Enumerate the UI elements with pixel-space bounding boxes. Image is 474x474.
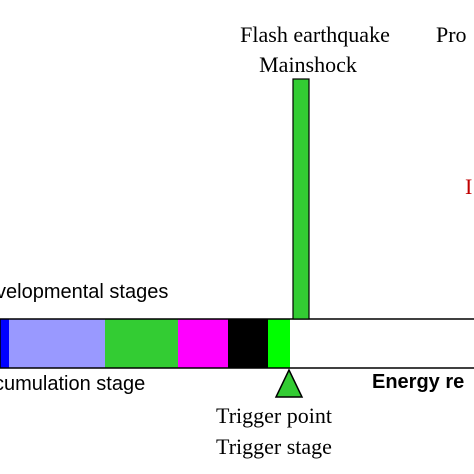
stage-segment-magenta: [178, 319, 228, 368]
stage-segment-green: [105, 319, 178, 368]
developmental-stages-label: velopmental stages: [0, 281, 169, 303]
energy-release-label: Energy re: [372, 371, 465, 393]
mainshock-bar: [292, 78, 310, 320]
flash-earthquake-label: Flash earthquake: [240, 22, 390, 47]
stage-segment-lime: [268, 319, 290, 368]
right-red-label: I: [465, 174, 473, 199]
timeline-frame: [0, 318, 474, 369]
mainshock-label: Mainshock: [259, 52, 357, 77]
accumulation-stage-label: cumulation stage: [0, 373, 146, 395]
right-top-label: Pro: [436, 22, 467, 47]
stage-segment-lilac: [9, 319, 105, 368]
trigger-stage-label: Trigger stage: [216, 434, 332, 459]
stage-segment-black: [228, 319, 268, 368]
trigger-point-label: Trigger point: [216, 403, 332, 428]
trigger-point-triangle-icon: [274, 368, 304, 398]
stage-segment-blue: [0, 319, 9, 368]
